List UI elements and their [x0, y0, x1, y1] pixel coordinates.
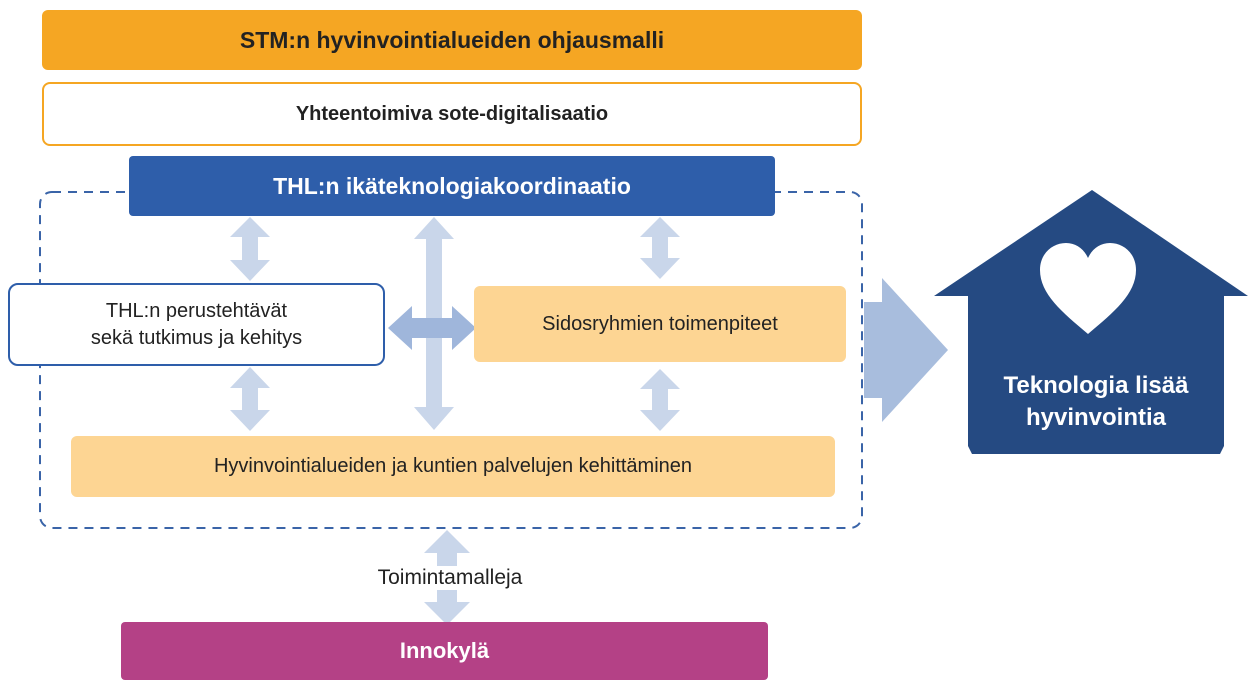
- heart-icon: [1040, 243, 1136, 334]
- house-line1: Teknologia lisää: [1003, 372, 1189, 399]
- sote-label: Yhteentoimiva sote-digitalisaatio: [295, 102, 609, 125]
- innokyla-box: Innokylä: [121, 622, 768, 680]
- stm-box: STM:n hyvinvointialueiden ohjausmalli: [42, 10, 862, 70]
- thl-basic-line2: sekä tutkimus ja kehitys: [90, 326, 303, 349]
- stakeholders-box: Sidosryhmien toimenpiteet: [474, 286, 846, 362]
- thl-coordination-label: THL:n ikäteknologiakoordinaatio: [273, 172, 631, 199]
- thl-coordination-box: THL:n ikäteknologiakoordinaatio: [129, 156, 775, 216]
- double-arrow-left-bottom: [230, 367, 270, 431]
- innokyla-label: Innokylä: [399, 638, 490, 663]
- double-arrow-right-bottom: [640, 369, 680, 431]
- models-label: Toimintamalleja: [373, 566, 527, 590]
- thl-basic-line1: THL:n perustehtävät: [105, 299, 288, 322]
- stm-label: STM:n hyvinvointialueiden ohjausmalli: [239, 26, 665, 53]
- services-box: Hyvinvointialueiden ja kuntien palveluje…: [71, 436, 835, 497]
- double-arrow-horizontal: [388, 306, 476, 350]
- house-text: Teknologia lisää hyvinvointia: [968, 362, 1224, 442]
- house-line2: hyvinvointia: [1025, 404, 1167, 431]
- models-label-wrap: Toimintamalleja: [290, 562, 610, 594]
- double-arrow-right-top: [640, 217, 680, 279]
- big-arrow-right: [864, 278, 948, 422]
- sote-box: Yhteentoimiva sote-digitalisaatio: [42, 82, 862, 146]
- thl-basic-box: THL:n perustehtävät sekä tutkimus ja keh…: [8, 283, 385, 366]
- services-label: Hyvinvointialueiden ja kuntien palveluje…: [213, 455, 693, 477]
- double-arrow-left-top: [230, 217, 270, 281]
- stakeholders-label: Sidosryhmien toimenpiteet: [542, 312, 778, 335]
